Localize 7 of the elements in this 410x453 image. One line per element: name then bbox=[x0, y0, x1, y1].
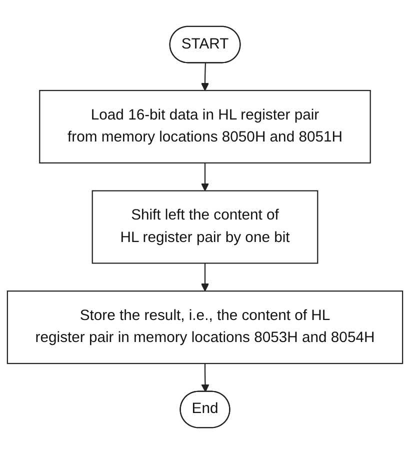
arrow bbox=[200, 62, 210, 90]
node-box: Shift left the content of HL register pair by one bit bbox=[92, 190, 318, 264]
arrow bbox=[200, 262, 210, 291]
node-box: Load 16-bit data in HL register pair from memory locations 8050H and 8051H bbox=[39, 89, 371, 163]
arrow bbox=[201, 363, 210, 392]
node-box: Store the result, i.e., the content of HL register pair in memory locations 8053H and 8054H bbox=[6, 290, 404, 364]
arrow bbox=[200, 162, 210, 191]
